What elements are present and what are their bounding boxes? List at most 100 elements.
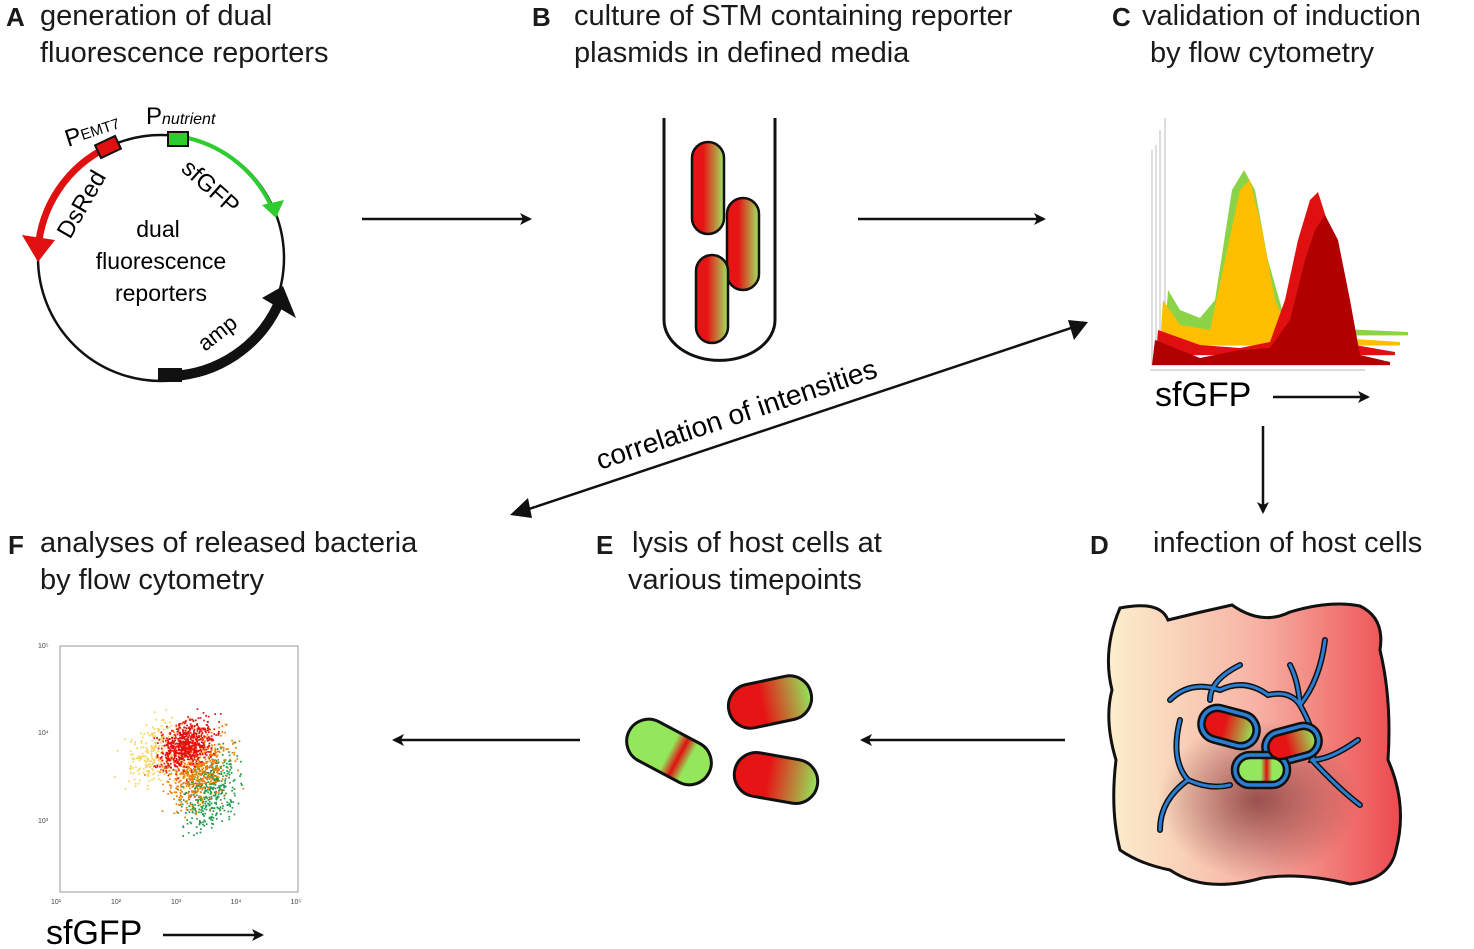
scatter-point: [234, 794, 236, 797]
scatter-point: [186, 779, 188, 782]
scatter-point: [199, 756, 201, 759]
scatter-point: [193, 774, 195, 776]
scatter-point: [187, 772, 189, 775]
scatter-point: [215, 796, 218, 799]
scatter-point: [178, 737, 181, 740]
scatter-point: [184, 755, 187, 758]
scatter-point: [225, 748, 228, 751]
scatter-point: [219, 713, 222, 715]
scatter-point: [182, 785, 184, 788]
scatter-point: [172, 750, 175, 752]
scatter-point: [225, 792, 227, 795]
scatter-point: [181, 744, 184, 746]
scatter-point: [216, 767, 219, 769]
scatter-point: [213, 775, 215, 777]
scatter-point: [186, 822, 189, 825]
scatter-point: [208, 800, 211, 803]
scatter-point: [186, 741, 189, 743]
scatter-point: [154, 735, 156, 737]
scatter-point: [182, 773, 185, 776]
scatter-point: [146, 773, 149, 776]
scatter-point: [157, 763, 160, 766]
scatter-point: [200, 734, 203, 737]
scatter-point: [194, 762, 197, 764]
scatter-point: [188, 790, 190, 793]
scatter-point: [170, 743, 173, 745]
scatter-point: [210, 770, 212, 772]
scatter-point: [188, 777, 190, 780]
scatter-point: [180, 752, 183, 754]
scatter-point: [191, 739, 194, 742]
panel-c-caption: validation of induction by flow cytometr…: [1142, 0, 1421, 72]
scatter-point: [165, 743, 168, 746]
scatter-point: [217, 795, 220, 798]
scatter-point: [154, 744, 157, 747]
scatter-point: [179, 746, 181, 748]
scatter-point: [205, 795, 208, 798]
scatter-point: [158, 778, 160, 780]
scatter-point: [237, 769, 239, 772]
scatter-point: [167, 764, 170, 766]
scatter-point: [190, 741, 193, 744]
scatter-point: [221, 731, 224, 733]
scatter-point: [147, 765, 149, 767]
scatter-point: [206, 746, 209, 748]
scatter-point: [151, 734, 154, 737]
scatter-point: [223, 759, 226, 762]
scatter-point: [223, 797, 226, 800]
scatter-point: [166, 746, 169, 748]
scatter-point: [211, 819, 214, 822]
scatter-point: [196, 742, 198, 744]
scatter-point: [200, 777, 202, 780]
scatter-point: [210, 795, 213, 798]
scatter-point: [154, 732, 156, 734]
scatter-point: [143, 759, 146, 762]
scatter-x-label: sfGFP: [46, 914, 142, 949]
scatter-point: [200, 828, 202, 830]
scatter-point: [215, 781, 217, 783]
scatter-point: [208, 736, 210, 739]
scatter-point: [203, 824, 206, 827]
scatter-point: [201, 763, 204, 766]
scatter-point: [218, 785, 220, 787]
panel-a-caption-line1: generation of dual: [40, 0, 273, 32]
scatter-point: [228, 773, 231, 776]
scatter-point: [216, 754, 219, 757]
scatter-point: [193, 742, 195, 745]
scatter-point: [200, 744, 203, 747]
scatter-point: [180, 801, 183, 803]
panel-a-caption-line2: fluorescence reporters: [40, 37, 329, 69]
scatter-point: [207, 773, 210, 776]
scatter-point: [226, 775, 228, 777]
scatter-point: [173, 743, 175, 746]
panel-d-letter: D: [1090, 530, 1109, 560]
scatter-point: [177, 752, 180, 755]
scatter-point: [188, 763, 191, 765]
scatter-point: [190, 794, 193, 796]
scatter-point: [217, 772, 219, 775]
scatter-point: [155, 757, 158, 760]
scatter-point: [192, 780, 194, 783]
scatter-point: [240, 782, 242, 785]
scatter-point: [181, 737, 184, 740]
scatter-point: [214, 750, 216, 753]
scatter-point: [193, 754, 195, 757]
panel-f-caption-line2: by flow cytometry: [40, 564, 264, 596]
scatter-point: [137, 755, 140, 758]
scatter-point: [198, 795, 201, 797]
scatter-point: [211, 763, 214, 765]
scatter-point: [187, 748, 190, 751]
scatter-point: [140, 757, 142, 759]
scatter-point: [189, 779, 192, 781]
scatter-point: [165, 767, 168, 769]
scatter-point: [176, 758, 178, 761]
scatter-point: [198, 796, 200, 799]
scatter-point: [179, 799, 181, 802]
tube-bacterium: [690, 140, 726, 236]
scatter-point: [207, 786, 210, 789]
scatter-point: [216, 748, 219, 750]
scatter-point: [144, 761, 147, 764]
scatter-point: [192, 782, 194, 785]
scatter-point: [232, 780, 235, 782]
scatter-point: [193, 732, 195, 734]
